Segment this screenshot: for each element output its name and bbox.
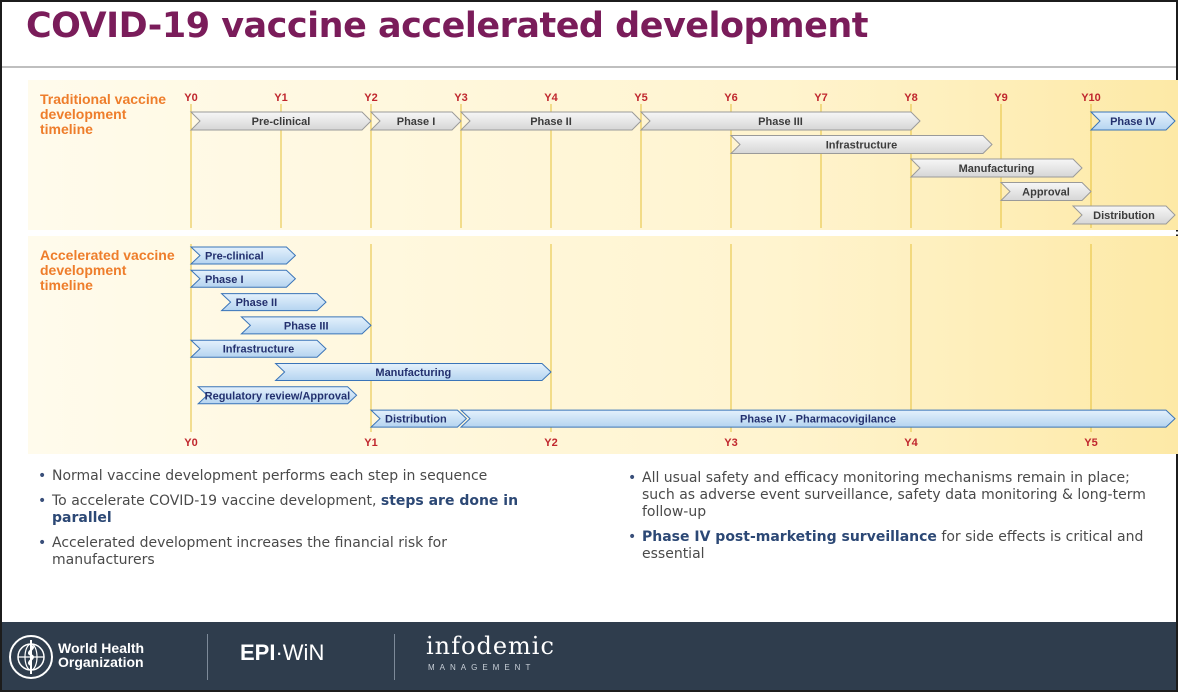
timeline-bar-label: Phase III (758, 116, 803, 128)
timeline-bar-label: Phase I (397, 116, 436, 128)
bullet-list-right: All usual safety and efficacy monitoring… (628, 470, 1148, 571)
timeline-bar (220, 293, 327, 312)
timeline-bar-label: Infrastructure (223, 344, 295, 356)
timeline-bar-label: Manufacturing (375, 367, 451, 379)
who-name: World Health Organization (58, 640, 145, 670)
traditional-panel-background (28, 80, 1178, 230)
year-tick-label: Y10 (1081, 92, 1101, 104)
year-tick-label: Y8 (904, 92, 917, 104)
year-tick-label: Y5 (634, 92, 647, 104)
who-emblem-icon (9, 635, 53, 679)
year-tick-label: Y9 (994, 92, 1007, 104)
year-tick-label: Y0 (184, 437, 197, 449)
year-tick-label: Y1 (364, 437, 377, 449)
timeline-bar-label: Approval (1022, 187, 1070, 199)
traditional-timeline-heading: Traditional vaccine development timeline (40, 91, 167, 137)
timeline-bar-label: Phase II (236, 297, 278, 309)
timeline-bar (999, 182, 1092, 201)
timeline-bar (369, 111, 462, 131)
timeline-bar-label: Pre-clinical (205, 251, 264, 263)
bullet-emphasis: steps are done in parallel (52, 493, 519, 526)
timeline-bar-label: Phase II (530, 116, 572, 128)
timeline-bar-label: Phase I (205, 274, 244, 286)
timeline-bar (1071, 205, 1176, 225)
slide-title: COVID-19 vaccine accelerated development (26, 6, 868, 46)
bullet-list-left: Normal vaccine development performs each… (38, 468, 553, 577)
year-tick-label: Y0 (184, 92, 197, 104)
bullet-item: All usual safety and efficacy monitoring… (628, 470, 1148, 521)
timeline-bar (189, 246, 297, 265)
title-divider (2, 66, 1176, 68)
year-tick-label: Y5 (1084, 437, 1097, 449)
year-tick-label: Y2 (364, 92, 377, 104)
bullet-item: Accelerated development increases the fi… (38, 535, 553, 569)
timeline-bar-label: Distribution (385, 414, 447, 426)
footer-separator (207, 634, 208, 680)
timeline-bar-label: Phase III (284, 320, 329, 332)
timeline-bar-label: Phase IV (1110, 116, 1157, 128)
timeline-bar (459, 111, 642, 131)
bullet-item: Phase IV post-marketing surveillance for… (628, 529, 1148, 563)
timeline-bar-label: Pre-clinical (252, 116, 311, 128)
timeline-bar (189, 111, 372, 131)
bullet-emphasis: Phase IV post-marketing surveillance (642, 529, 937, 545)
year-tick-label: Y3 (724, 437, 737, 449)
timeline-bar (729, 135, 993, 154)
year-tick-label: Y1 (274, 92, 287, 104)
timeline-bar (196, 386, 358, 405)
timeline-bar (459, 409, 1176, 428)
bullet-item: To accelerate COVID-19 vaccine developme… (38, 493, 553, 527)
year-tick-label: Y3 (454, 92, 467, 104)
timeline-bar-label: Regulatory review/Approval (205, 390, 351, 402)
timeline-bar (909, 158, 1083, 178)
year-tick-label: Y4 (544, 92, 558, 104)
year-tick-label: Y6 (724, 92, 737, 104)
timeline-bar (1089, 111, 1176, 131)
timeline-bar (189, 269, 297, 288)
timeline-bar-label: Phase IV - Pharmacovigilance (740, 414, 896, 426)
epi-win-logo: EPI·WiN (240, 640, 325, 665)
timeline-bar (639, 111, 921, 131)
timeline-bar-label: Manufacturing (959, 163, 1035, 175)
timeline-bar (240, 316, 372, 335)
timeline-bar-label: Infrastructure (826, 140, 898, 152)
infodemic-subtitle: MANAGEMENT (428, 663, 536, 672)
year-tick-label: Y2 (544, 437, 557, 449)
timeline-bar (189, 339, 327, 358)
footer-separator (394, 634, 395, 680)
bullet-item: Normal vaccine development performs each… (38, 468, 553, 485)
footer-bar: World Health Organization EPI·WiN infode… (2, 622, 1176, 690)
infodemic-logo: infodemic (426, 632, 555, 660)
timeline-bar (274, 363, 552, 381)
accelerated-timeline-heading: Accelerated vaccine development timeline (40, 247, 175, 293)
year-tick-label: Y7 (814, 92, 827, 104)
timeline-bar (369, 409, 468, 428)
timeline-bar-label: Distribution (1093, 210, 1155, 222)
year-tick-label: Y4 (904, 437, 918, 449)
